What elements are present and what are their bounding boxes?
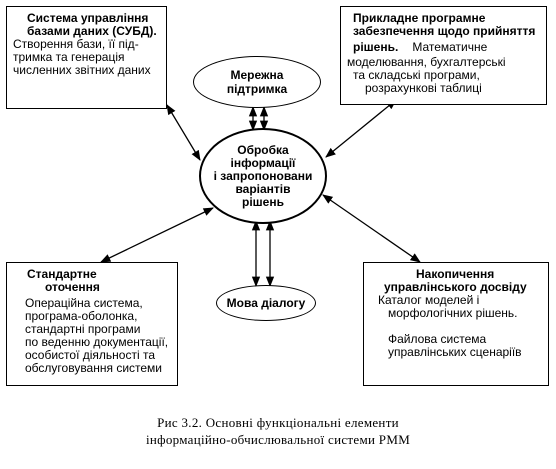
center-line-4: варіантів [235,181,291,196]
figure-caption-line-2: інформаційно-обчислювальної системи РММ [145,432,411,447]
app-body-1: моделювання, бухгалтерські [347,55,506,69]
app-title-1: Прикладне програмне [353,11,486,25]
figure-caption-line-1: Рис 3.2. Основні функціональні елементи [157,415,399,430]
app-title-2: забезпечення щодо прийняття [353,24,536,38]
exp-body2-2: управлінських сценаріїв [388,345,522,359]
exp-body-2: морфологічних рішень. [388,306,518,320]
network-support-node: Мережна підтримка [193,56,321,108]
env-body-2: програма-оболонка, [25,309,138,323]
center-line-1: Обробка [237,142,289,157]
standard-environment-box: Стандартне оточення Операційна система, … [6,262,178,386]
arrow-bottom-left [100,207,214,263]
env-title-1: Стандартне [27,267,97,281]
arrow-top-right [325,99,397,158]
network-line-2: підтримка [226,82,288,96]
app-title-3: рішень. [353,40,399,54]
exp-title-1: Накопичення [416,267,495,281]
env-body-3: стандартні програми [25,322,141,336]
exp-title-2: управлінського досвіду [384,280,527,294]
env-body-4: по веденню документації, [25,335,169,349]
dbms-box: Система управління базами даних (СУБД). … [6,6,167,109]
network-line-1: Мережна [230,68,284,82]
application-software-box: Прикладне програмне забезпечення щодо пр… [340,6,547,105]
app-body-3: розрахункові таблиці [365,81,482,95]
app-body-2: та складські програми, [353,68,480,82]
management-experience-box: Накопичення управлінського досвіду Катал… [363,262,549,386]
env-body-6: обслуговування системи [25,361,163,375]
exp-body-1: Каталог моделей і [378,293,480,307]
exp-body2-1: Файлова система [388,332,487,346]
arrow-bottom-right [322,194,421,263]
arrow-top-left [166,104,201,161]
dialog-label: Мова діалогу [226,296,306,310]
dbms-body-3: численних звітних даних [13,63,151,77]
processing-node: Обробка інформації і запропоновани варіа… [199,128,327,224]
env-title-2: оточення [45,280,100,294]
dbms-body-2: тримка та генерація [13,50,125,64]
env-body-1: Операційна система, [25,296,143,310]
dbms-title-1: Система управління [27,11,149,25]
dbms-title-2: базами даних (СУБД). [27,24,157,38]
app-title-tail: Математичне [412,40,488,54]
dbms-body-1: Створення бази, її під- [13,37,139,51]
center-line-2: інформації [230,155,296,170]
center-line-3: і запропоновани [213,168,313,183]
dialog-language-node: Мова діалогу [216,285,316,321]
env-body-5: особистої діяльності та [25,348,156,362]
center-line-5: рішень [242,194,284,209]
